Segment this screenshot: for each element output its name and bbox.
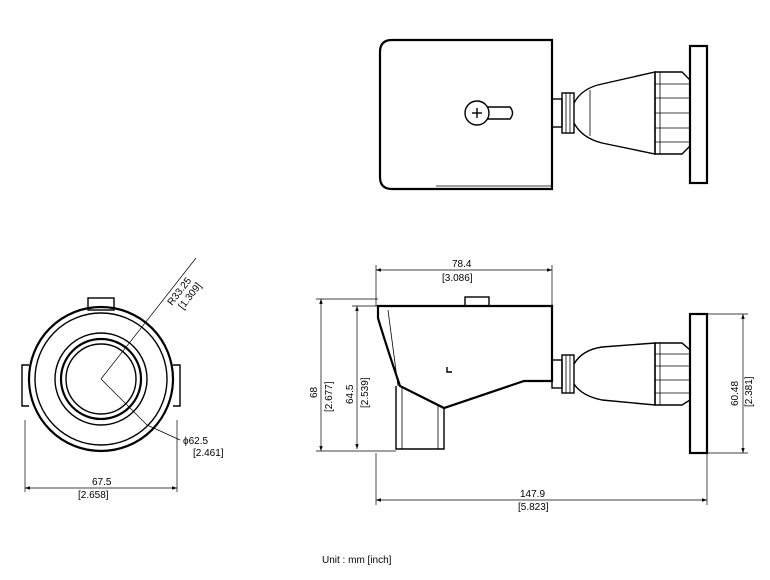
top-width-inch-label: [3.086]	[442, 273, 473, 284]
front-width-label: 67.5	[92, 477, 112, 488]
height-68-label: 68	[309, 386, 320, 398]
unit-label: Unit : mm [inch]	[322, 555, 392, 566]
height-68-inch-label: [2.677]	[324, 381, 335, 412]
mount-height-label: 60.48	[730, 381, 741, 406]
lens-diameter-label: ϕ62.5	[183, 436, 209, 447]
lens-diameter-inch-label: [2.461]	[193, 448, 224, 459]
front-width-inch-label: [2.658]	[78, 490, 109, 501]
height-64-label: 64.5	[345, 384, 356, 404]
total-length-inch-label: [5.823]	[518, 502, 549, 513]
top-width-label: 78.4	[452, 259, 472, 270]
total-length-label: 147.9	[520, 489, 545, 500]
mount-height-inch-label: [2.381]	[744, 376, 755, 407]
top-view	[378, 38, 709, 191]
front-view	[21, 257, 197, 492]
height-64-inch-label: [2.539]	[360, 377, 371, 408]
side-view	[316, 265, 748, 505]
